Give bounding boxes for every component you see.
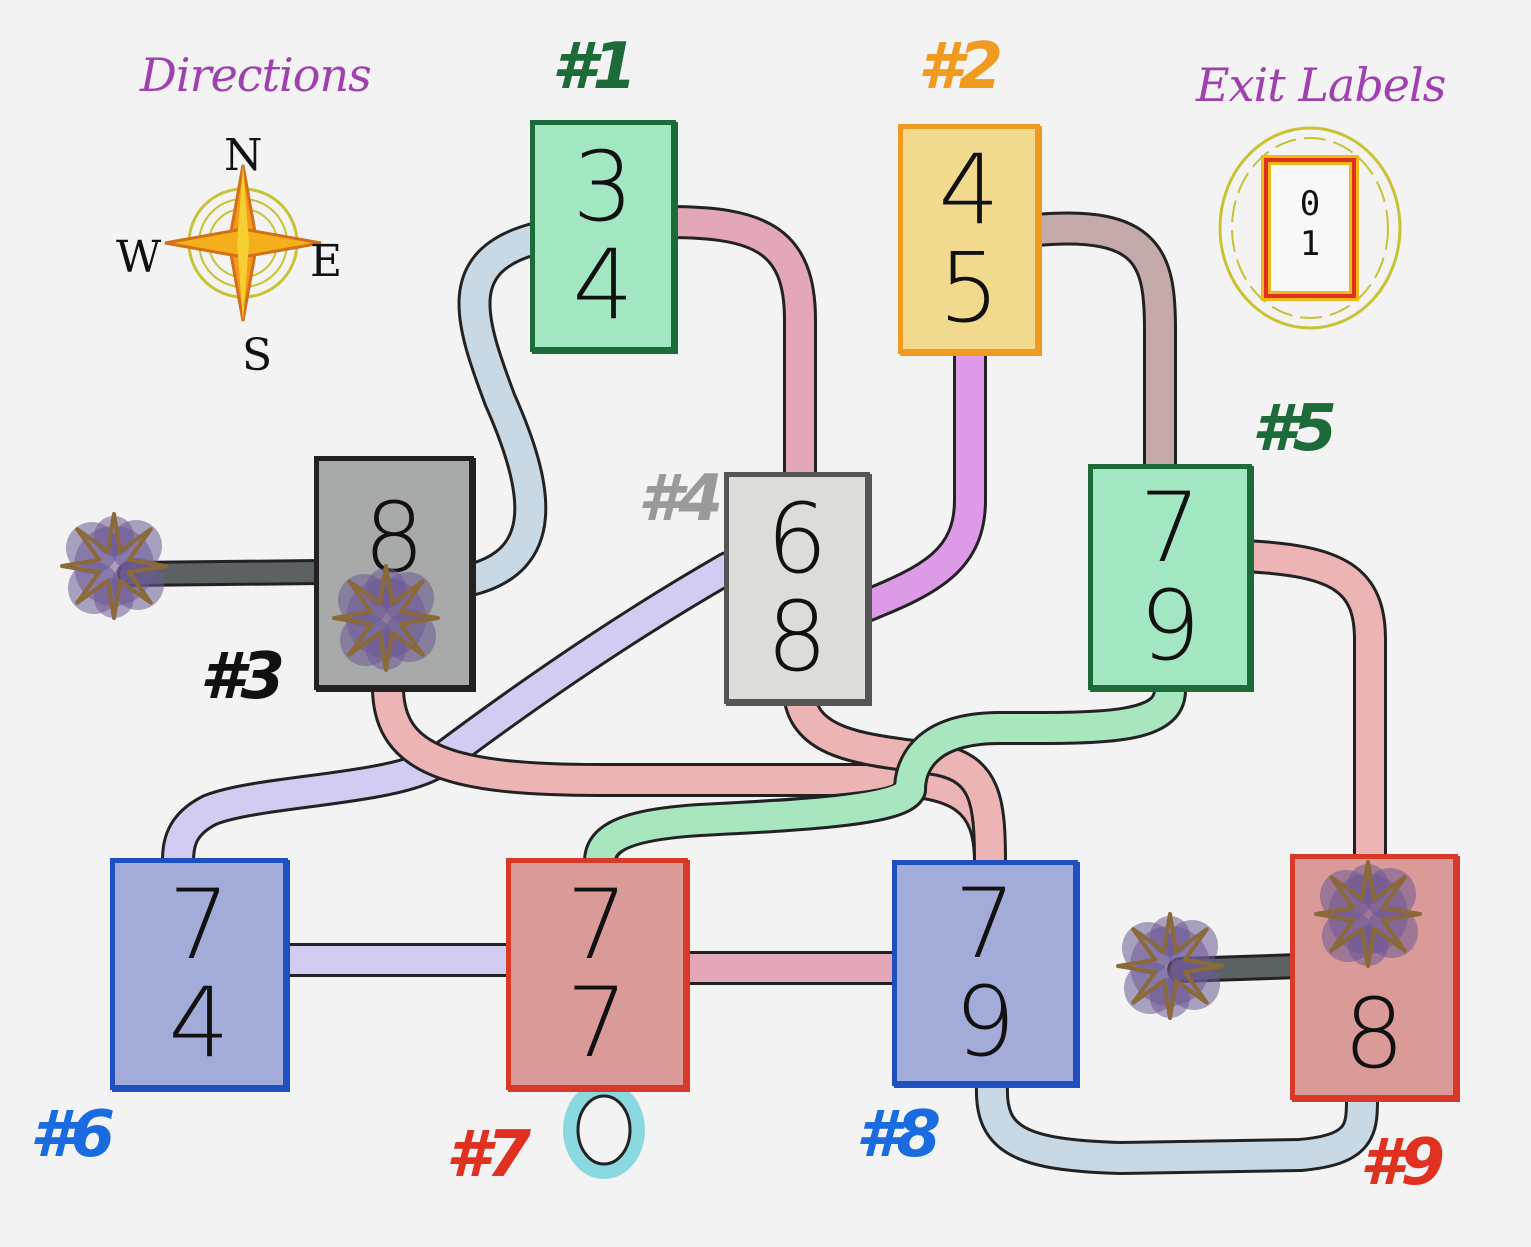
room-1-top-exit: 3 bbox=[572, 131, 634, 243]
compass-south: S bbox=[242, 330, 273, 381]
room-4-label: #4 bbox=[638, 462, 723, 536]
room-8-bottom-exit: 9 bbox=[954, 966, 1016, 1078]
corridor-3-west-fill bbox=[120, 562, 330, 584]
compass-west: W bbox=[116, 232, 162, 283]
room-3: 8 bbox=[314, 456, 474, 690]
room-5-top-exit: 7 bbox=[1139, 472, 1201, 584]
room-7: 7 7 bbox=[506, 858, 688, 1090]
room-3-label: #3 bbox=[200, 640, 285, 714]
corridor-1-3-fill bbox=[456, 224, 552, 594]
exit-label-cloud-icon bbox=[1218, 126, 1402, 330]
exit-example: 0 1 bbox=[1286, 184, 1334, 264]
room-7-bottom-exit: 7 bbox=[566, 967, 628, 1079]
room-1-bottom-exit: 4 bbox=[572, 229, 634, 341]
corridor-5-9-fill bbox=[1228, 542, 1384, 872]
room-1-label: #1 bbox=[552, 30, 637, 104]
compass-east: E bbox=[310, 236, 343, 287]
corridor-9-west-fill bbox=[1170, 956, 1310, 980]
room-1: 3 4 bbox=[530, 120, 676, 352]
corridor-2-4-fill bbox=[852, 336, 984, 620]
corridor-4-6-fill bbox=[164, 554, 742, 876]
compass-north: N bbox=[224, 130, 263, 181]
room-7-top-exit: 7 bbox=[566, 869, 628, 981]
room-6-label: #6 bbox=[30, 1098, 115, 1172]
room-4-bottom-exit: 8 bbox=[766, 581, 828, 693]
room-8: 7 9 bbox=[892, 860, 1078, 1086]
room-2-bottom-exit: 5 bbox=[938, 232, 1000, 344]
room-5: 7 9 bbox=[1088, 464, 1252, 690]
room-4: 6 8 bbox=[724, 472, 870, 704]
room-6: 7 4 bbox=[110, 858, 288, 1090]
room-9: 8 bbox=[1290, 854, 1458, 1100]
exit-labels-title: Exit Labels bbox=[1196, 58, 1446, 112]
corridor-1-4-fill bbox=[654, 208, 814, 492]
room-8-top-exit: 7 bbox=[954, 868, 1016, 980]
room-4-top-exit: 6 bbox=[766, 483, 828, 595]
corridor-5-7-fill bbox=[586, 676, 1184, 876]
room-6-top-exit: 7 bbox=[168, 869, 230, 981]
room-5-bottom-exit: 9 bbox=[1139, 570, 1201, 682]
room-9-bottom-exit: 8 bbox=[1343, 978, 1405, 1090]
room-3-top-exit: 8 bbox=[363, 482, 425, 594]
room-2-top-exit: 4 bbox=[938, 134, 1000, 246]
exit-example-top: 0 bbox=[1299, 184, 1321, 224]
room-8-label: #8 bbox=[856, 1098, 941, 1172]
corridor-7-loop-outline bbox=[576, 1094, 632, 1166]
directions-title: Directions bbox=[140, 48, 372, 102]
corridor-7-loop bbox=[563, 1081, 645, 1179]
room-2: 4 5 bbox=[898, 124, 1040, 354]
room-5-label: #5 bbox=[1252, 392, 1337, 466]
corridor-2-5-fill bbox=[1022, 214, 1174, 486]
corridors bbox=[117, 205, 1387, 1179]
room-9-label: #9 bbox=[1360, 1126, 1445, 1200]
room-6-bottom-exit: 4 bbox=[168, 967, 230, 1079]
exit-example-bottom: 1 bbox=[1299, 224, 1321, 264]
corridor-8-9-fill bbox=[977, 1072, 1376, 1172]
compass-rose-icon bbox=[164, 164, 322, 322]
room-2-label: #2 bbox=[918, 30, 1003, 104]
room-7-label: #7 bbox=[446, 1118, 531, 1192]
